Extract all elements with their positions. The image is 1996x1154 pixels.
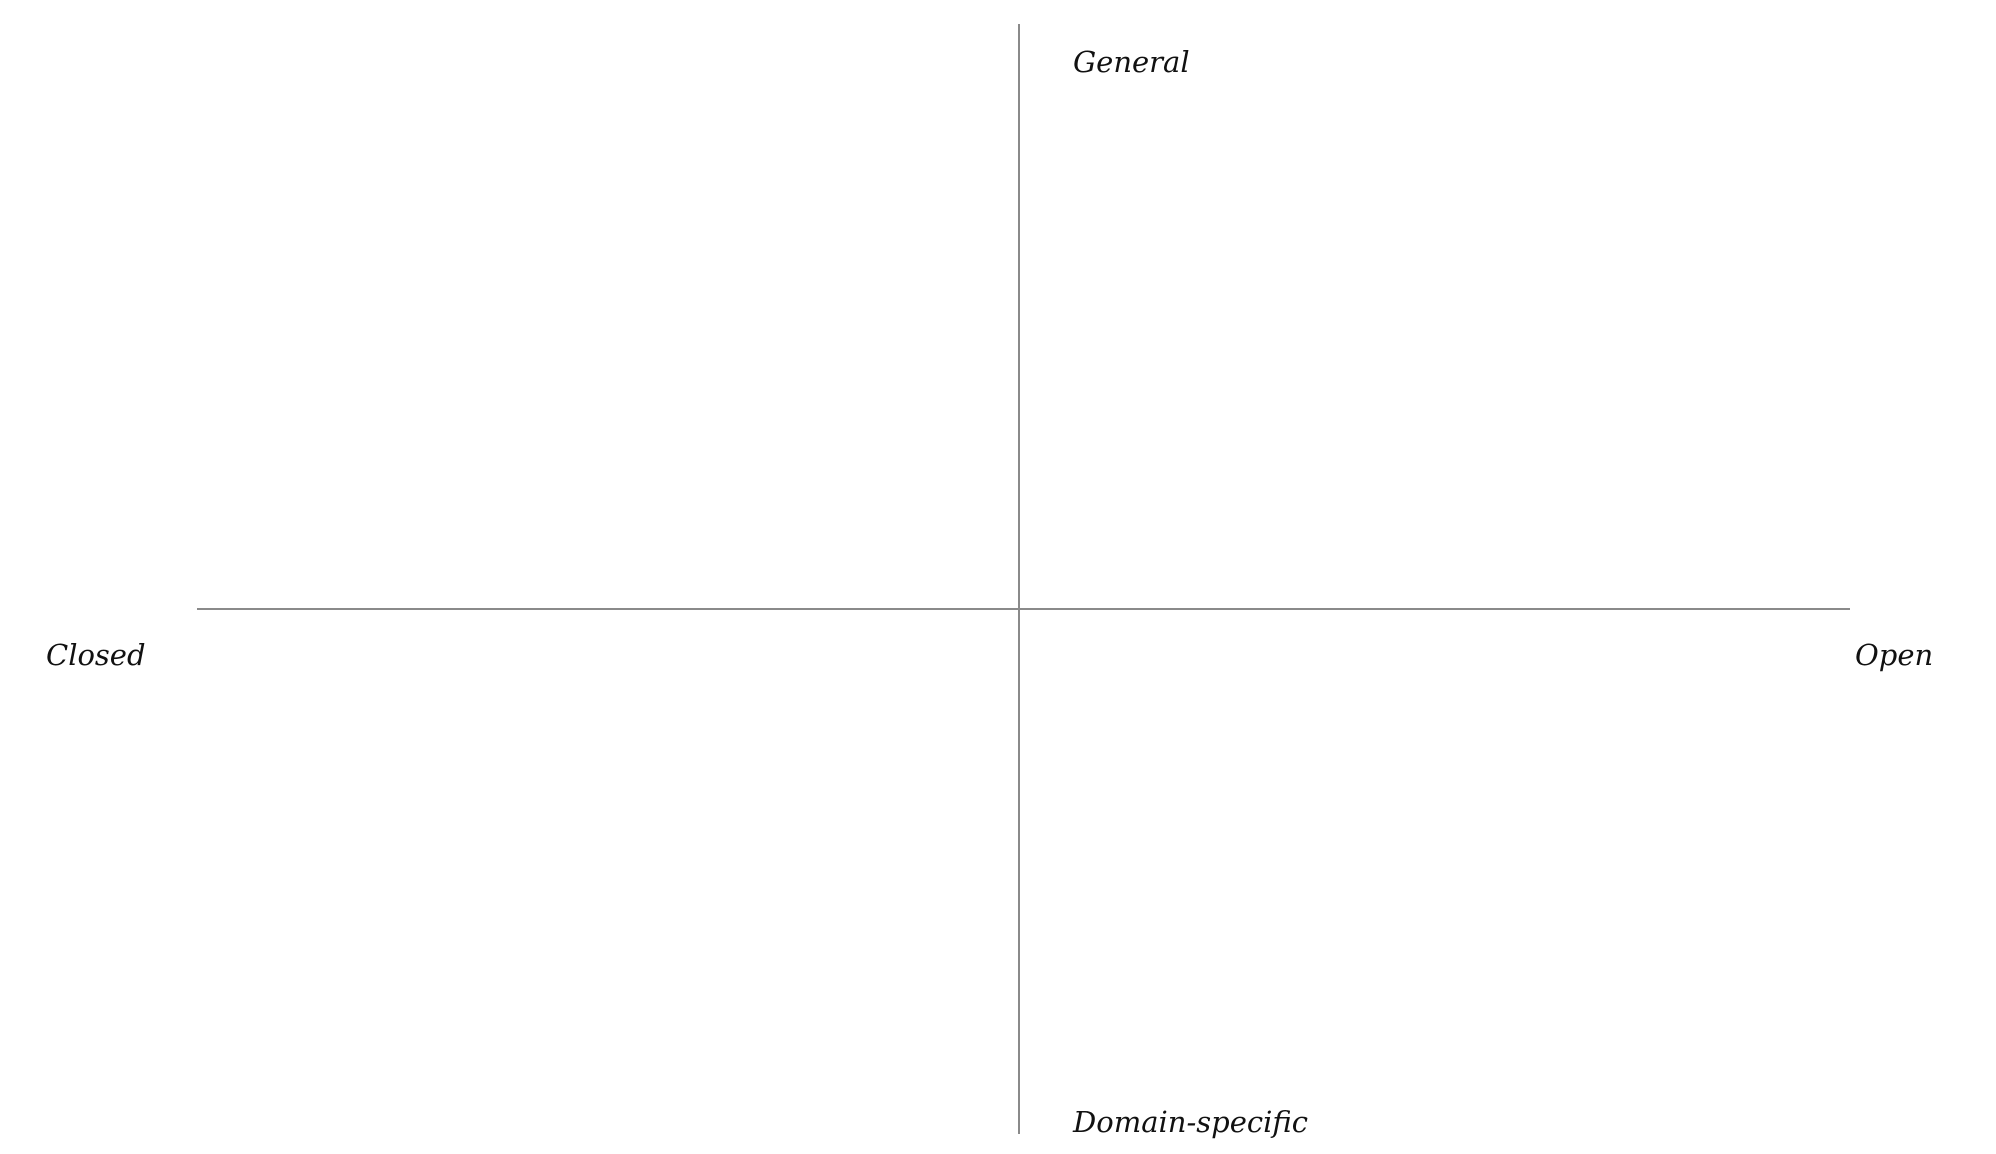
vertical-axis-top-label: General: [1073, 45, 1190, 79]
horizontal-axis-left-label: Closed: [46, 638, 146, 672]
vertical-axis-line: [1018, 24, 1020, 1134]
vertical-axis-bottom-label: Domain-specific: [1073, 1105, 1308, 1139]
horizontal-axis-right-label: Open: [1855, 638, 1934, 672]
horizontal-axis-line: [197, 608, 1850, 610]
